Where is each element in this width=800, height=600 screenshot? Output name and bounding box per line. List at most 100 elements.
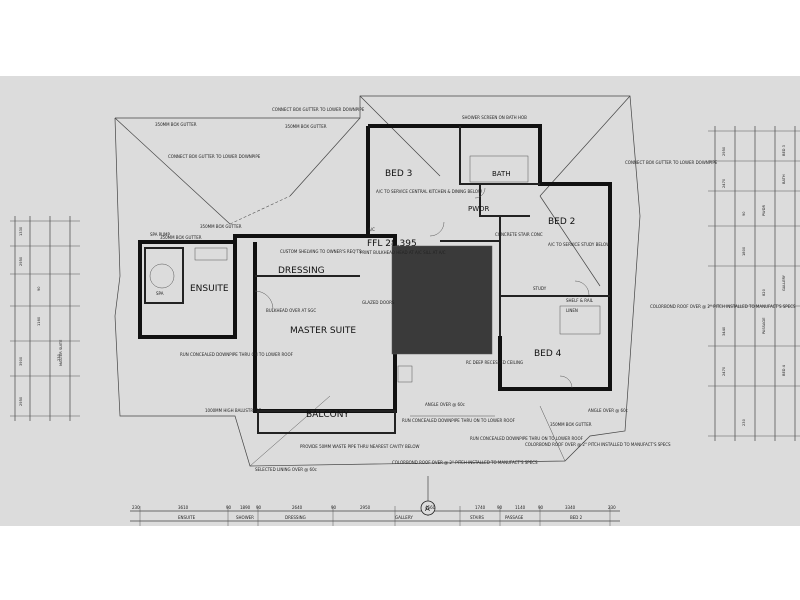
note-connect-box-left: CONNECT BOX GUTTER TO LOWER DOWNPIPE — [168, 154, 261, 159]
note-provide-waste: PROVIDE 50MM WASTE PIPE THRU NEAREST CAV… — [300, 444, 419, 449]
dim-right: 230 — [742, 418, 746, 426]
note-concrete-stair: CONCRETE STAIR CONC — [495, 232, 543, 237]
left-dimension-strings — [10, 216, 80, 421]
note-recessed-ceiling: RC DEEP RECESSED CEILING — [466, 360, 523, 365]
note-ac: A/C — [368, 227, 375, 232]
note-spa: SPA — [156, 291, 164, 296]
note-colorbond-bottom: COLORBOND ROOF OVER @ 2° PITCH INSTALLED… — [525, 442, 671, 447]
room-label-balcony: BALCONY — [306, 410, 349, 420]
dim-right-label: BATH — [782, 174, 786, 184]
note-linen: LINEN — [566, 308, 578, 313]
dim-right: 90 — [742, 211, 746, 216]
bottom-dimension-labels: 230 3610 90 1890 90 2640 90 2950 4560 17… — [132, 505, 616, 520]
dim-right: 2470 — [722, 366, 726, 376]
room-label-bed2: BED 2 — [548, 217, 575, 227]
dim-bottom: 2640 — [292, 505, 303, 510]
room-labels: BED 3 BATH PWDR BED 2 BED 4 ENSUITE DRES… — [190, 169, 575, 420]
note-bulkhead: BULKHEAD OVER AT SGC — [266, 308, 316, 313]
dim-right: 3440 — [722, 326, 726, 336]
note-glazed-doors: GLAZED DOORS — [362, 300, 395, 305]
dim-bottom: 2950 — [360, 505, 371, 510]
room-label-dressing: DRESSING — [278, 266, 325, 276]
dim-left: 230 — [57, 353, 61, 361]
note-colorbond-mid: COLORBOND ROOF OVER @ 2° PITCH INSTALLED… — [392, 460, 538, 465]
dim-bottom: 90 — [256, 505, 262, 510]
stair — [391, 245, 493, 355]
note-connect-box-top: CONNECT BOX GUTTER TO LOWER DOWNPIPE — [272, 107, 365, 112]
dim-right: 2950 — [722, 146, 726, 156]
note-study: STUDY — [533, 286, 547, 291]
note-box-gutter-bottom: 350MM BOX GUTTER — [550, 422, 592, 427]
dim-bottom: 90 — [226, 505, 232, 510]
dim-right-label: PWDR — [762, 205, 766, 216]
dim-right: 1800 — [742, 246, 746, 256]
note-angle-mid: ANGLE OVER @ 60c — [425, 402, 465, 407]
dim-bottom: 1890 — [240, 505, 251, 510]
ffl-level-label: FFL 28.395 — [367, 239, 417, 249]
dim-bottom: 230 — [132, 505, 140, 510]
dim-right-label: GALLERY — [782, 274, 786, 291]
dim-right-label: PASSAGE — [762, 317, 766, 334]
note-box-gutter-top: 350MM BOX GUTTER — [155, 122, 197, 127]
dim-bottom-label: PASSAGE — [505, 515, 524, 520]
note-run-concealed-left: RUN CONCEALED DOWNPIPE THRU ON TO LOWER … — [180, 352, 294, 357]
dim-bottom: 90 — [538, 505, 544, 510]
dim-bottom-label: GALLERY — [395, 515, 413, 520]
dim-bottom: 3340 — [565, 505, 576, 510]
dim-bottom-label: STAIRS — [470, 515, 484, 520]
right-dimension-labels: 2950 2470 90 1800 820 3440 2470 230 BED … — [722, 145, 786, 426]
note-run-concealed-right: RUN CONCEALED DOWNPIPE THRU ON TO LOWER … — [470, 436, 584, 441]
dim-left: 3900 — [19, 356, 23, 366]
note-box-gutter-top-2: 350MM BOX GUTTER — [285, 124, 327, 129]
dim-bottom: 4560 — [425, 505, 436, 510]
dim-left: 2950 — [19, 256, 23, 266]
note-connect-box-right: CONNECT BOX GUTTER TO LOWER DOWNPIPE — [625, 160, 718, 165]
note-ac-service: A/C TO SERVICE STUDY BELOW — [548, 242, 610, 247]
dim-left: 90 — [37, 286, 41, 291]
note-run-concealed-mid: RUN CONCEALED DOWNPIPE THRU ON TO LOWER … — [402, 418, 516, 423]
dim-left-label: MASTER SUITE — [59, 339, 63, 366]
doors — [254, 187, 590, 389]
left-dimension-labels: 1330 2950 90 1160 230 3900 2950 MASTER S… — [19, 226, 63, 406]
note-box-gutter-left: 350MM BOX GUTTER — [160, 235, 202, 240]
section-marker: A — [420, 476, 436, 516]
room-label-bed3: BED 3 — [385, 169, 412, 179]
note-print-bulkhead: PRINT BULKHEAD HEAD AT A/C SILL AT A/C — [360, 250, 446, 255]
dim-bottom-label: SHOWER — [236, 515, 254, 520]
bottom-dimension-strings — [130, 506, 620, 526]
room-label-master-suite: MASTER SUITE — [290, 326, 356, 336]
annotation-notes: CONNECT BOX GUTTER TO LOWER DOWNPIPE 350… — [150, 107, 796, 472]
section-marker-label: A — [425, 505, 430, 513]
note-ac-kitchen: A/C TO SERVICE CENTRAL KITCHEN & DINING … — [376, 189, 482, 194]
dim-left: 1330 — [19, 226, 23, 236]
plan-sheet: A BED 3 BATH PWDR BED 2 BED 4 ENSUITE DR… — [0, 76, 800, 526]
dim-right-label: BED 3 — [782, 145, 786, 156]
dim-right: 2470 — [722, 178, 726, 188]
dim-bottom: 230 — [608, 505, 616, 510]
room-label-bath: BATH — [492, 170, 511, 178]
right-dimension-strings — [708, 126, 800, 441]
note-shelf-rail: SHELF & RAIL — [566, 298, 594, 303]
dim-left: 1160 — [37, 316, 41, 326]
note-spa-pump: SPA PUMP — [150, 232, 170, 237]
note-shower-screen: SHOWER SCREEN ON BATH HOB — [462, 115, 527, 120]
room-label-ensuite: ENSUITE — [190, 284, 229, 294]
dim-right-label: BED 4 — [782, 364, 786, 376]
room-label-bed4: BED 4 — [534, 349, 562, 359]
dim-bottom-label: BED 2 — [570, 515, 583, 520]
note-angle-right: ANGLE OVER @ 60c — [588, 408, 628, 413]
dim-left: 2950 — [19, 396, 23, 406]
note-custom-shelving: CUSTOM SHELVING TO OWNER'S REQ'TS — [280, 249, 362, 254]
note-balustrade: 1000MM HIGH BALUSTRADE — [205, 408, 262, 413]
dim-bottom: 1140 — [515, 505, 526, 510]
dim-right: 820 — [762, 288, 766, 296]
dim-bottom-label: DRESSING — [285, 515, 306, 520]
dim-bottom: 90 — [497, 505, 503, 510]
dim-bottom: 3610 — [178, 505, 189, 510]
dim-bottom: 1740 — [475, 505, 486, 510]
note-selected-lining: SELECTED LINING OVER @ 60c — [255, 467, 317, 472]
roof-outline — [114, 95, 641, 467]
floor-plan-drawing: A BED 3 BATH PWDR BED 2 BED 4 ENSUITE DR… — [10, 95, 800, 526]
room-label-pwdr: PWDR — [468, 205, 490, 213]
walls — [138, 124, 612, 434]
